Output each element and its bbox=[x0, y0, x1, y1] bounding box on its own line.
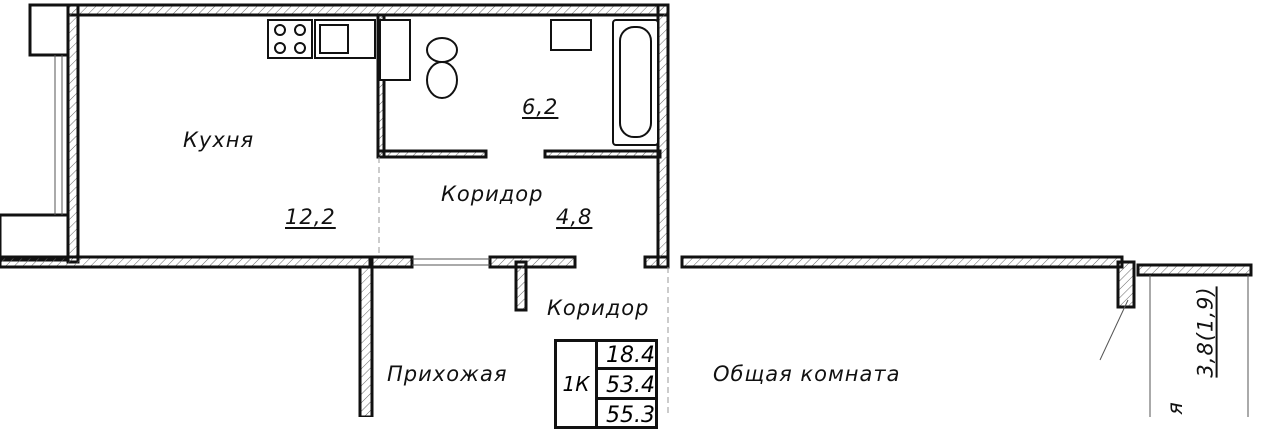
wall-segment bbox=[370, 255, 414, 269]
room-area-bathroom: 6,2 bbox=[522, 95, 559, 119]
wall-segment bbox=[488, 255, 577, 269]
wall-living-top bbox=[680, 255, 1124, 269]
room-label-corridor: Коридор bbox=[441, 182, 544, 206]
wall-bath-bottom-right bbox=[543, 149, 662, 159]
floor-plan bbox=[0, 3, 1253, 417]
room-label-hallway: Прихожая bbox=[387, 362, 508, 386]
wall-kitchen-bottom bbox=[0, 255, 372, 269]
living-area: 18.4 bbox=[598, 342, 658, 370]
wall-stub bbox=[514, 260, 528, 312]
room-area-loggia: 3,8(1,9) bbox=[1193, 286, 1218, 378]
cabinet-icon bbox=[379, 19, 411, 81]
toilet-icon bbox=[426, 37, 458, 63]
walls bbox=[0, 3, 1253, 417]
washbasin-icon bbox=[550, 19, 592, 51]
room-label-loggia: я bbox=[1162, 401, 1187, 415]
apartment-type: 1К bbox=[557, 342, 598, 426]
stove-icon bbox=[267, 19, 313, 59]
room-label-corridor-2: Коридор bbox=[547, 296, 650, 320]
wall-right-bath bbox=[656, 3, 670, 269]
total-area-with-loggia: 55.3 bbox=[606, 403, 655, 428]
wall-top bbox=[66, 3, 670, 17]
room-label-kitchen: Кухня bbox=[183, 128, 255, 152]
room-area-corridor: 4,8 bbox=[556, 205, 593, 229]
wall-hall-left bbox=[358, 265, 374, 417]
wall-loggia-left bbox=[1116, 260, 1136, 309]
wall-bath-bottom-left bbox=[376, 149, 488, 159]
column-bottom-left bbox=[0, 213, 70, 262]
fixtures bbox=[267, 19, 659, 146]
column-top-left bbox=[28, 3, 70, 57]
room-label-living-room: Общая комната bbox=[713, 362, 901, 386]
windows bbox=[54, 55, 1249, 417]
room-area-kitchen: 12,2 bbox=[285, 205, 336, 229]
wall-loggia-top bbox=[1136, 263, 1253, 277]
total-area: 53.4 bbox=[598, 372, 658, 400]
area-summary-table: 1К 18.4 53.4 55.3 bbox=[554, 339, 658, 429]
